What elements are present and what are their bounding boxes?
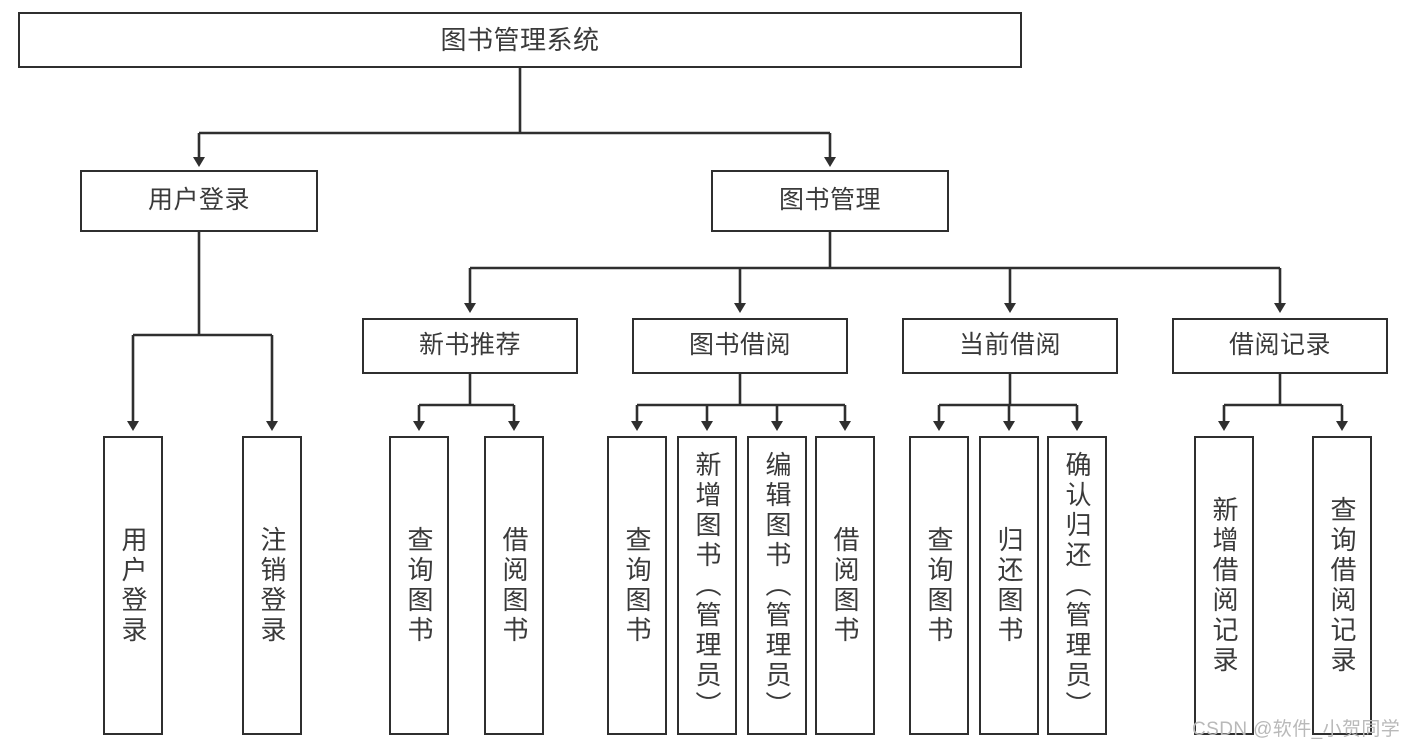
node-new-book-recommend[interactable]: 新书推荐 [362,318,578,374]
node-root-library-system[interactable]: 图书管理系统 [18,12,1022,68]
node-label: 图书管理系统 [440,24,600,55]
node-label: 用户登录 [147,186,250,215]
csdn-watermark: CSDN @软件_小贺同学 [1192,719,1401,740]
leaf-query-book-borrow[interactable]: 查询图书 [607,436,667,735]
leaf-query-borrow-record[interactable]: 查询借阅记录 [1312,436,1372,735]
node-label: 查询图书 [924,525,954,646]
node-label: 新书推荐 [418,331,521,360]
node-borrow-record[interactable]: 借阅记录 [1172,318,1388,374]
node-label: 用户登录 [118,525,148,646]
leaf-return-book[interactable]: 归还图书 [979,436,1039,735]
leaf-confirm-return-admin[interactable]: 确认归还（管理员） [1047,436,1107,735]
node-label: 查询图书 [404,525,434,646]
leaf-query-book-recommend[interactable]: 查询图书 [389,436,449,735]
leaf-borrow-book[interactable]: 借阅图书 [815,436,875,735]
leaf-add-book-admin[interactable]: 新增图书（管理员） [677,436,737,735]
node-label: 图书管理 [778,186,881,215]
node-label: 借阅记录 [1228,331,1331,360]
leaf-add-borrow-record[interactable]: 新增借阅记录 [1194,436,1254,735]
node-current-borrow[interactable]: 当前借阅 [902,318,1118,374]
node-label: 当前借阅 [958,331,1061,360]
leaf-borrow-book-recommend[interactable]: 借阅图书 [484,436,544,735]
node-label: 借阅图书 [499,525,529,646]
leaf-logout[interactable]: 注销登录 [242,436,302,735]
node-book-management[interactable]: 图书管理 [711,170,949,232]
node-label: 查询图书 [622,525,652,646]
node-user-login[interactable]: 用户登录 [80,170,318,232]
node-label: 编辑图书（管理员） [762,450,792,721]
node-label: 确认归还（管理员） [1062,450,1092,721]
node-label: 新增借阅记录 [1209,495,1239,676]
node-book-borrow[interactable]: 图书借阅 [632,318,848,374]
node-label: 新增图书（管理员） [692,450,722,721]
node-label: 图书借阅 [688,331,791,360]
leaf-user-login[interactable]: 用户登录 [103,436,163,735]
leaf-query-book-current[interactable]: 查询图书 [909,436,969,735]
leaf-edit-book-admin[interactable]: 编辑图书（管理员） [747,436,807,735]
node-label: 借阅图书 [830,525,860,646]
node-label: 注销登录 [257,525,287,646]
node-label: 查询借阅记录 [1327,495,1357,676]
node-label: 归还图书 [994,525,1024,646]
